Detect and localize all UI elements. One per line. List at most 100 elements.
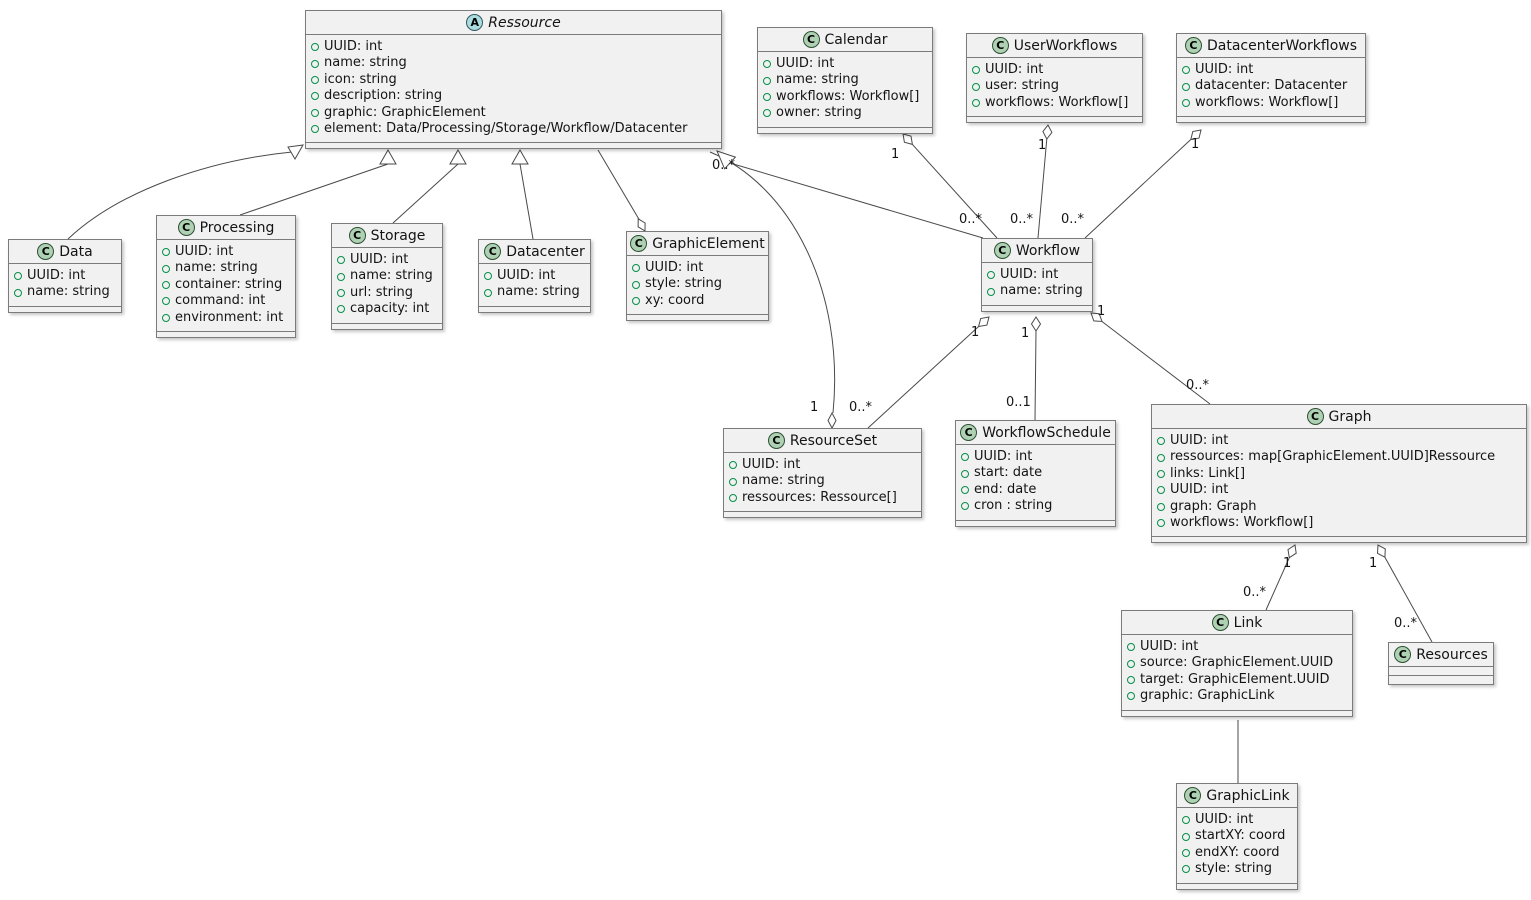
attribute: owner: string: [763, 105, 927, 121]
field-icon: [763, 60, 771, 69]
edge-datacenter-ressource: [519, 163, 534, 240]
attribute: endXY: coord: [1182, 845, 1292, 861]
class-storage[interactable]: C Storage UUID: int name: string url: st…: [331, 223, 443, 330]
class-calendar[interactable]: C Calendar UUID: int name: string workfl…: [757, 27, 933, 134]
edge-graph-resources: [1384, 556, 1433, 643]
class-icon: C: [484, 243, 502, 260]
edge-calendar-workflow: [912, 144, 998, 239]
edge-ressource-graphicelement: [597, 149, 641, 222]
class-resourceset[interactable]: C ResourceSet UUID: int name: string res…: [723, 428, 922, 519]
methods-compartment: [627, 315, 768, 320]
multiplicity-label: 0..*: [849, 400, 873, 415]
attribute: graphic: GraphicLink: [1127, 688, 1347, 704]
attributes-compartment: UUID: int name: string: [479, 264, 590, 307]
edge-workflow-graph: [1101, 321, 1211, 405]
class-datacenter[interactable]: C Datacenter UUID: int name: string: [478, 239, 591, 313]
class-icon: C: [767, 432, 785, 449]
class-name: DatacenterWorkflows: [1206, 37, 1358, 54]
field-icon: [961, 469, 969, 478]
attributes-compartment: UUID: int name: string workflows: Workfl…: [758, 52, 932, 128]
attribute: startXY: coord: [1182, 828, 1292, 844]
aggregation-diamond: [1287, 544, 1297, 559]
field-icon: [632, 264, 640, 273]
field-icon: [337, 256, 345, 265]
attribute: cron : string: [961, 498, 1110, 514]
class-link[interactable]: C Link UUID: int source: GraphicElement.…: [1121, 610, 1353, 717]
edge-workflow-ressource: [729, 162, 984, 239]
generalization-arrowhead: [449, 148, 467, 165]
class-name: GraphicElement: [652, 235, 765, 252]
field-icon: [1157, 470, 1165, 479]
class-name: Processing: [199, 219, 275, 236]
class-workflow[interactable]: C Workflow UUID: int name: string: [981, 238, 1093, 312]
attributes-compartment: UUID: int startXY: coord endXY: coord st…: [1177, 808, 1297, 884]
class-processing[interactable]: C Processing UUID: int name: string cont…: [156, 215, 296, 339]
attributes-compartment: UUID: int name: string: [982, 263, 1092, 306]
attribute: style: string: [632, 276, 763, 292]
class-icon: C: [348, 227, 366, 244]
attribute: UUID: int: [311, 39, 716, 55]
class-header: C GraphicElement: [627, 232, 768, 256]
attributes-compartment: UUID: int name: string ressources: Resso…: [724, 453, 921, 513]
field-icon: [632, 280, 640, 289]
aggregation-diamond: [1030, 316, 1042, 332]
class-header: C Workflow: [982, 239, 1092, 263]
methods-compartment: [982, 306, 1092, 311]
attributes-compartment: UUID: int name: string container: string…: [157, 240, 295, 333]
methods-compartment: [1389, 676, 1493, 684]
edge-processing-ressource: [239, 163, 389, 216]
attribute: UUID: int: [961, 449, 1110, 465]
methods-compartment: [967, 117, 1142, 122]
attribute: UUID: int: [484, 268, 585, 284]
aggregation-diamond: [827, 411, 837, 430]
field-icon: [311, 43, 319, 52]
class-graphicelement[interactable]: C GraphicElement UUID: int style: string…: [626, 231, 769, 322]
multiplicity-label: 1: [1283, 556, 1292, 571]
class-icon: C: [1184, 37, 1202, 54]
class-resources[interactable]: C Resources: [1388, 642, 1494, 685]
class-header: C Data: [9, 240, 121, 264]
attributes-compartment: UUID: int user: string workflows: Workfl…: [967, 58, 1142, 118]
field-icon: [1127, 659, 1135, 668]
class-header: C UserWorkflows: [967, 34, 1142, 58]
class-userworkflows[interactable]: C UserWorkflows UUID: int user: string w…: [966, 33, 1143, 124]
attribute: description: string: [311, 88, 716, 104]
attribute: start: date: [961, 465, 1110, 481]
attribute: capacity: int: [337, 301, 437, 317]
methods-compartment: [724, 512, 921, 517]
multiplicity-label: 1: [1021, 326, 1030, 341]
attribute: url: string: [337, 285, 437, 301]
multiplicity-label: 1: [971, 325, 980, 340]
field-icon: [1182, 66, 1190, 75]
field-icon: [311, 125, 319, 134]
attribute: name: string: [337, 268, 437, 284]
aggregation-diamond: [902, 133, 914, 146]
field-icon: [311, 92, 319, 101]
class-graphiclink[interactable]: C GraphicLink UUID: int startXY: coord e…: [1176, 783, 1298, 890]
class-header: C Link: [1122, 611, 1352, 635]
attribute: UUID: int: [729, 457, 916, 473]
multiplicity-label: 1: [1038, 138, 1047, 153]
class-name: GraphicLink: [1206, 787, 1290, 804]
field-icon: [1157, 502, 1165, 511]
class-header: C WorkflowSchedule: [956, 421, 1115, 445]
field-icon: [1127, 643, 1135, 652]
attribute: UUID: int: [1157, 482, 1521, 498]
field-icon: [987, 287, 995, 296]
edge-ressource-resourceset: [709, 151, 836, 414]
field-icon: [484, 272, 492, 281]
field-icon: [1157, 519, 1165, 528]
class-workflowschedule[interactable]: C WorkflowSchedule UUID: int start: date…: [955, 420, 1116, 527]
class-data[interactable]: C Data UUID: int name: string: [8, 239, 122, 313]
attribute: UUID: int: [1127, 639, 1347, 655]
class-graph[interactable]: C Graph UUID: int ressources: map[Graphi…: [1151, 404, 1527, 544]
field-icon: [1182, 82, 1190, 91]
field-icon: [972, 82, 980, 91]
attribute: container: string: [162, 277, 290, 293]
class-datacenterworkflows[interactable]: C DatacenterWorkflows UUID: int datacent…: [1176, 33, 1366, 124]
class-header: A Ressource: [306, 11, 721, 35]
class-ressource[interactable]: A Ressource UUID: int name: string icon:…: [305, 10, 722, 150]
attribute: name: string: [14, 284, 116, 300]
field-icon: [729, 461, 737, 470]
